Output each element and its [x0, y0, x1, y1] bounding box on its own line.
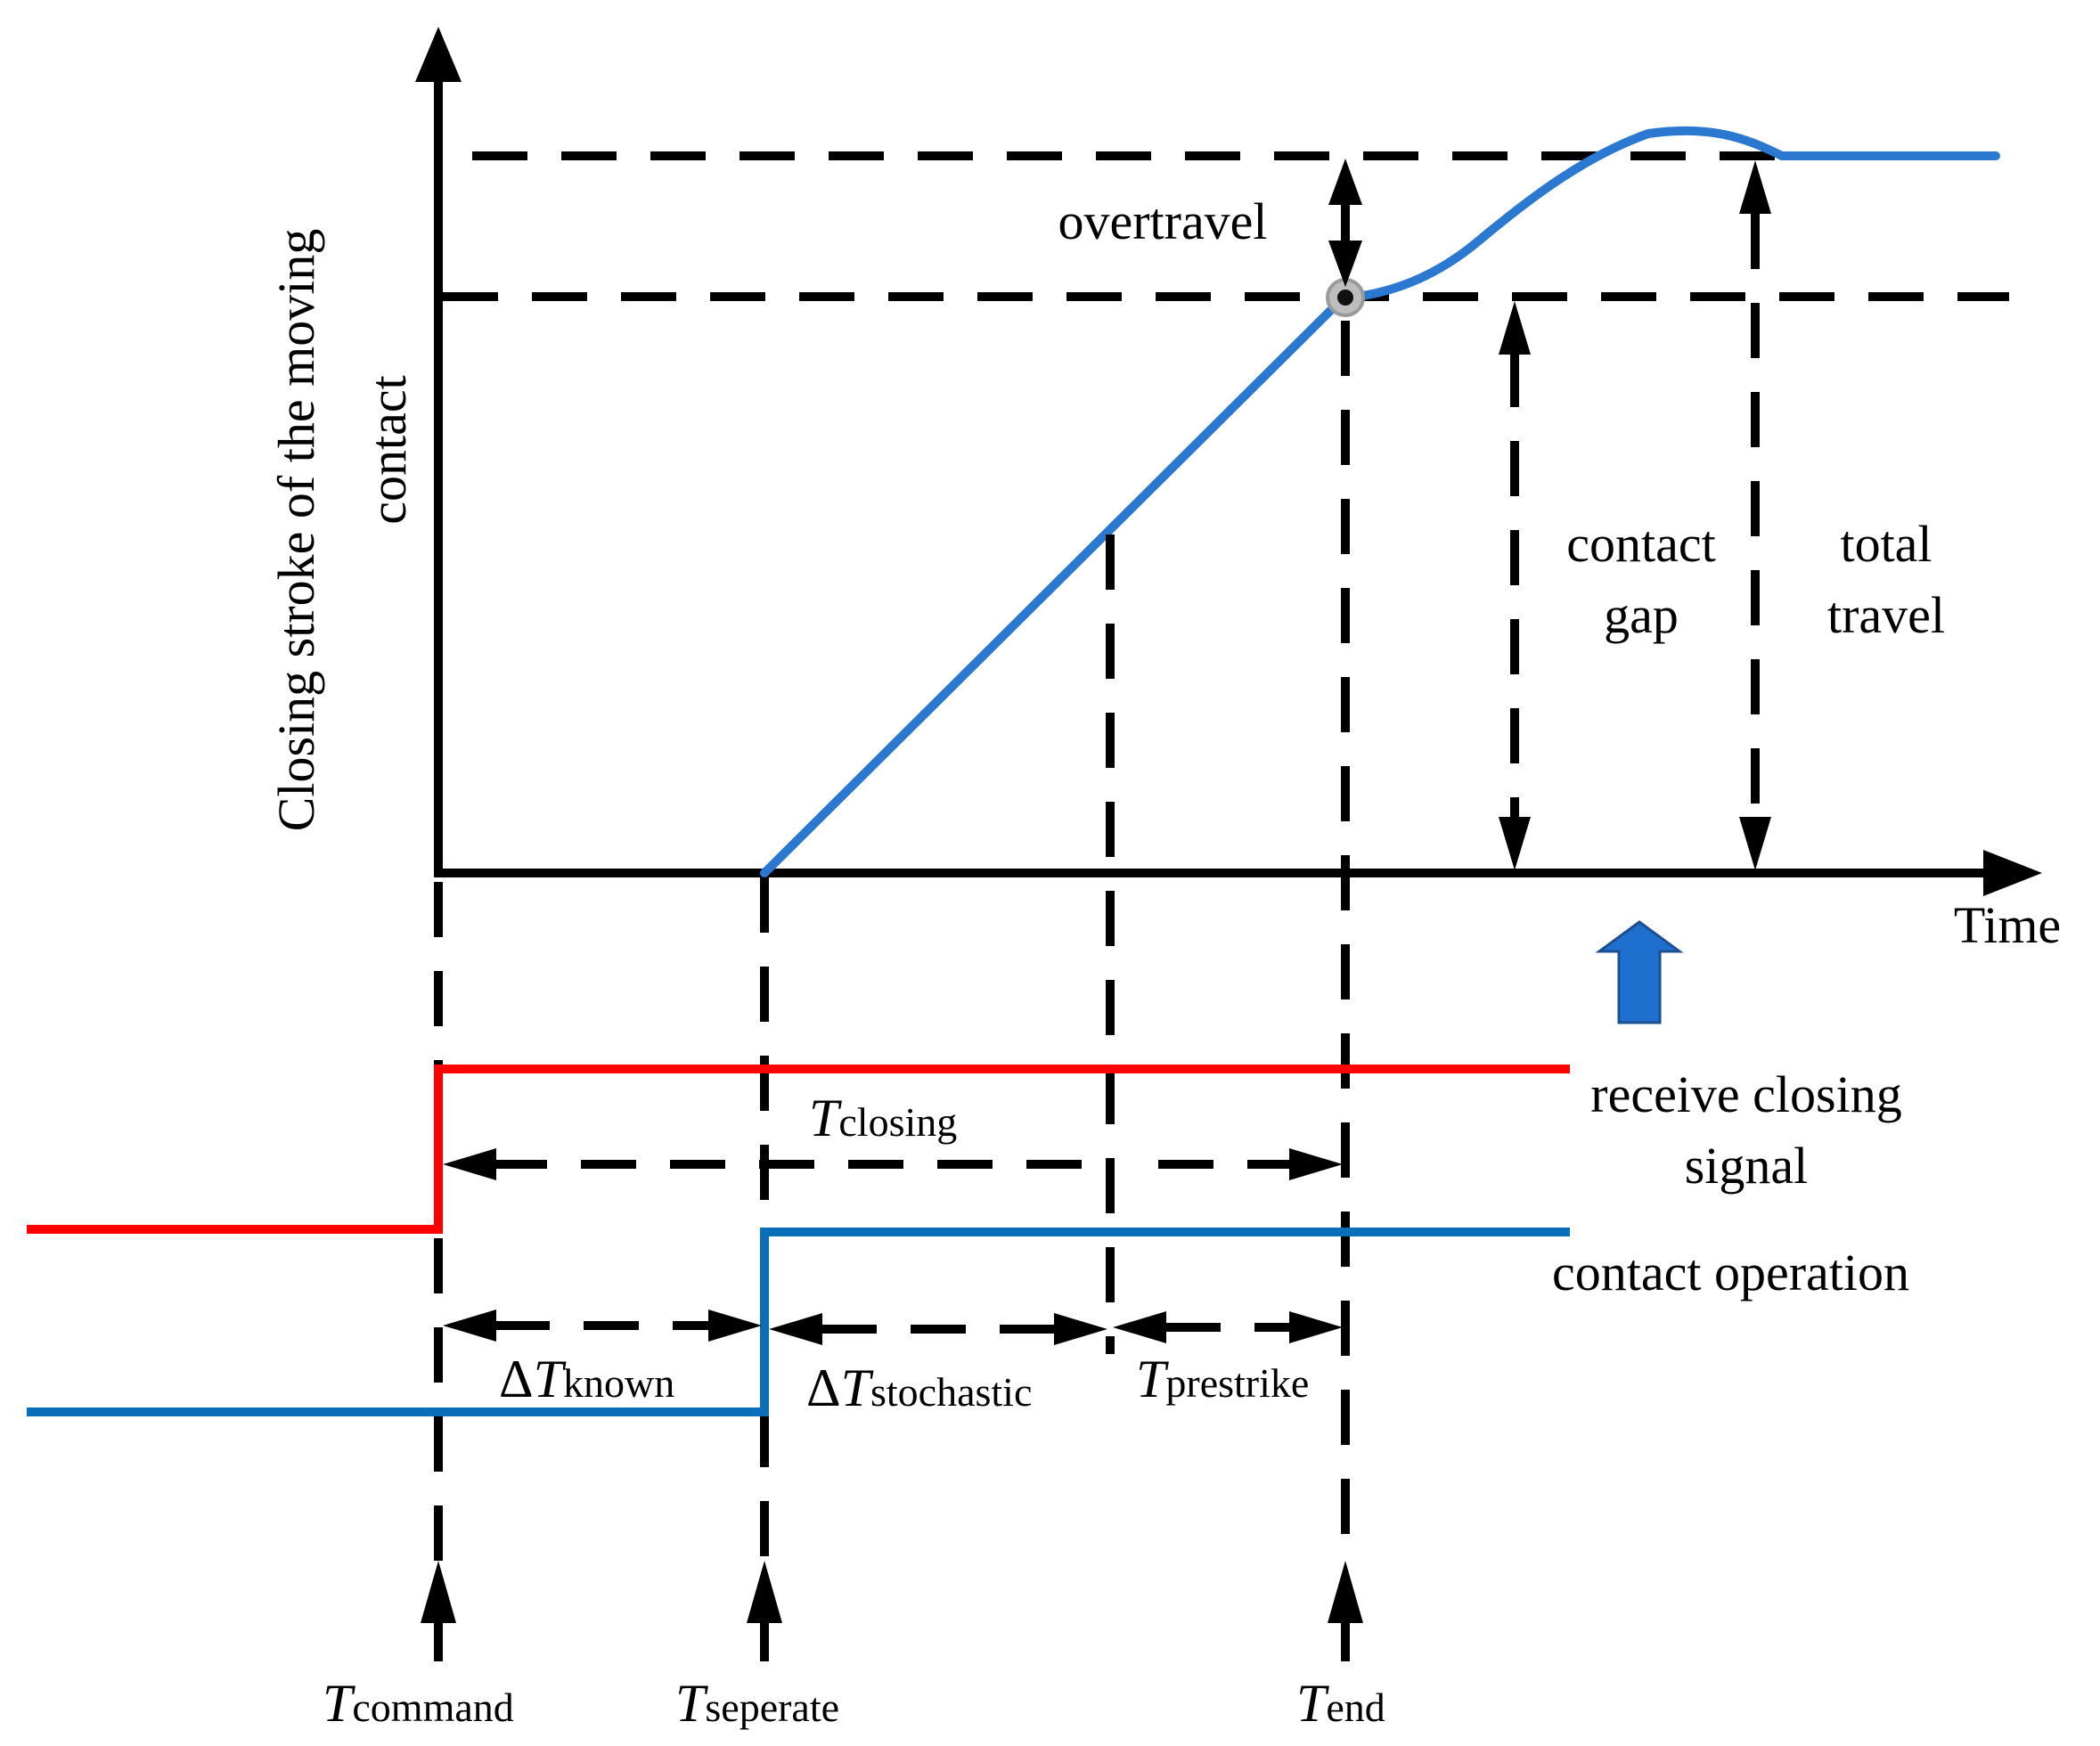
axes: [415, 27, 2042, 896]
contact-gap-label-line2: gap: [1604, 586, 1679, 644]
t-seperate-label: Tseperate: [675, 1674, 839, 1733]
stroke-curve: [760, 126, 2000, 877]
x-axis-label: Time: [1954, 896, 2061, 954]
closing-signal: [27, 1065, 1570, 1234]
t-prestrike-arrow: [1113, 1311, 1343, 1343]
y-axis-arrowhead: [415, 27, 462, 82]
y-axis-label: Closing stroke of the moving: [267, 229, 325, 832]
reference-levels: [443, 151, 2009, 301]
t-closing-arrow: [443, 1148, 1343, 1180]
y-axis-label-line2: contact: [359, 375, 417, 524]
total-travel-label: total: [1840, 515, 1932, 573]
overtravel-arrow: [1328, 159, 1362, 287]
t-command-label: Tcommand: [323, 1674, 514, 1733]
dt-known-label: ΔTknown: [499, 1350, 674, 1408]
time-markers: [434, 321, 1350, 1568]
contact-operation-label: contact operation: [1552, 1244, 1909, 1301]
dt-known-arrow: [443, 1310, 762, 1342]
contact-gap-label: contact: [1566, 515, 1715, 573]
t-prestrike-label: Tprestrike: [1136, 1350, 1309, 1408]
t-closing-label: Tclosing: [809, 1089, 957, 1147]
overtravel-label: overtravel: [1058, 192, 1267, 250]
contact-gap-arrow: [1499, 301, 1531, 870]
total-travel-arrow: [1739, 160, 1771, 870]
bottom-arrows: [421, 1561, 1363, 1661]
receive-closing-signal-label-line2: signal: [1685, 1137, 1809, 1195]
t-end-label: Tend: [1296, 1674, 1385, 1733]
contact-signal: [27, 1228, 1570, 1416]
x-axis-arrowhead: [1983, 850, 2042, 896]
receive-closing-signal-label: receive closing: [1590, 1065, 1901, 1123]
receive-signal-arrow-icon: [1595, 920, 1684, 1024]
dt-stochastic-label: ΔTstochastic: [806, 1358, 1032, 1417]
dt-stochastic-arrow: [769, 1313, 1107, 1345]
contact-touch-point-core: [1337, 290, 1353, 306]
total-travel-label-line2: travel: [1827, 586, 1945, 644]
